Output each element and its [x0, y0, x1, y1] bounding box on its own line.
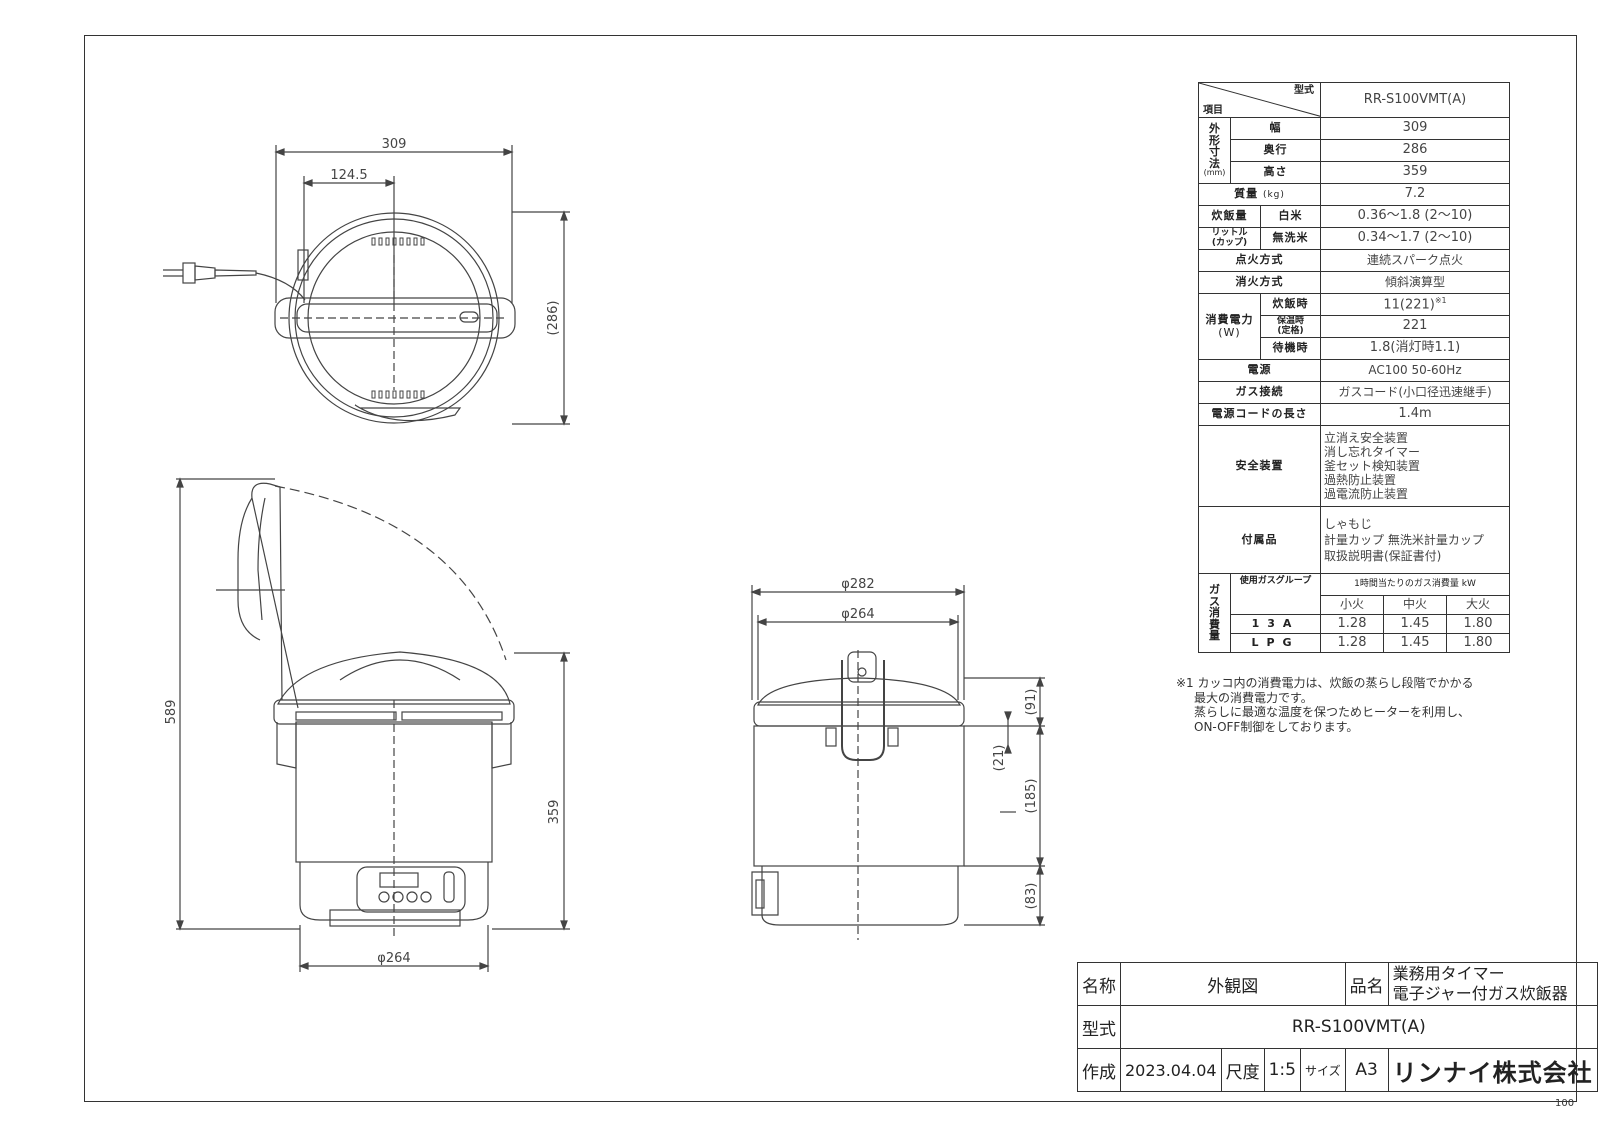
white-rice-value: 0.36～1.8 (2～10)	[1320, 205, 1510, 228]
fire-mid-label: 中火	[1383, 595, 1447, 615]
drawing-frame	[84, 35, 1577, 1102]
spec-table: 型式 項目 RR-S100VMT(A) 外形寸法 (mm) 幅 309 奥行 2…	[1198, 82, 1510, 653]
spec-model: RR-S100VMT(A)	[1320, 82, 1510, 118]
scale-value: 1:5	[1263, 1048, 1301, 1092]
cooking-label: 炊飯時	[1260, 293, 1321, 316]
company-name: リンナイ株式会社	[1387, 1048, 1598, 1092]
dim-front-height-total: 589	[164, 700, 179, 725]
size-label: サイズ	[1299, 1048, 1346, 1092]
note-line-2: 最大の消費電力です。	[1194, 690, 1313, 705]
cord-label: 電源コードの長さ	[1198, 403, 1321, 426]
depth-value: 286	[1320, 139, 1510, 162]
mass-label: 質量 (kg)	[1198, 183, 1321, 206]
capacity-unit-label: リットル (カップ)	[1198, 227, 1261, 250]
product-label: 品名	[1344, 962, 1389, 1006]
gas-13a-label: 13A	[1230, 614, 1321, 634]
source-label: 電源	[1198, 359, 1321, 382]
note-mark: ※1	[1176, 676, 1194, 690]
dim-front-bottom-dia: φ264	[377, 951, 410, 966]
header-type-label: 型式	[1294, 85, 1314, 96]
accessories-list: しゃもじ計量カップ 無洗米計量カップ取扱説明書(保証書付)	[1320, 506, 1510, 574]
standby-power: 1.8(消灯時1.1)	[1320, 337, 1510, 360]
top-view	[163, 145, 570, 426]
drawing-name: 外観図	[1120, 962, 1346, 1006]
footnotes: ※1 カッコ内の消費電力は、炊飯の蒸らし段階でかかる 最大の消費電力です。 蒸ら…	[1176, 676, 1474, 734]
product-name: 業務用タイマー電子ジャー付ガス炊飯器	[1387, 962, 1598, 1006]
dim-top-width: 309	[382, 137, 407, 152]
fire-small-label: 小火	[1320, 595, 1384, 615]
dim-side-inner-dia: φ264	[841, 607, 874, 622]
size-value: A3	[1344, 1048, 1389, 1092]
gas-cons-label: ガス消費量	[1198, 573, 1231, 653]
gas-group-label: 使用ガスグループ	[1230, 573, 1321, 615]
dim-side-185: (185)	[1024, 779, 1039, 814]
gas-13a-large: 1.80	[1446, 614, 1510, 634]
type-label: 型式	[1077, 1005, 1121, 1049]
safety-list: 立消え安全装置消し忘れタイマー釜セット検知装置過熱防止装置過電流防止装置	[1320, 425, 1510, 507]
dim-side-outer-dia: φ282	[841, 577, 874, 592]
width-value: 309	[1320, 117, 1510, 140]
capacity-label: 炊飯量	[1198, 205, 1261, 228]
note-line-3: 蒸らしに最適な温度を保つためヒーターを利用し、	[1194, 705, 1471, 719]
note-line-1: カッコ内の消費電力は、炊飯の蒸らし段階でかかる	[1197, 676, 1474, 690]
keepwarm-power: 221	[1320, 315, 1510, 338]
name-label: 名称	[1077, 962, 1121, 1006]
dim-side-21: (21)	[992, 745, 1007, 772]
dim-side-91: (91)	[1024, 689, 1039, 716]
gas-lpg-large: 1.80	[1446, 633, 1510, 653]
gas-conn-value: ガスコード(小口径迅速継手)	[1320, 381, 1510, 404]
corner-number: 100	[1555, 1098, 1575, 1109]
side-view	[750, 585, 1045, 940]
dim-front-height-body: 359	[547, 800, 562, 825]
power-label: 消費電力(W)	[1198, 293, 1261, 360]
dim-top-depth: (286)	[546, 301, 561, 336]
musenmai-value: 0.34～1.7 (2～10)	[1320, 227, 1510, 250]
gas-13a-mid: 1.45	[1383, 614, 1447, 634]
gas-conn-label: ガス接続	[1198, 381, 1321, 404]
safety-label: 安全装置	[1198, 425, 1321, 507]
width-label: 幅	[1230, 117, 1321, 140]
extinguish-value: 傾斜演算型	[1320, 271, 1510, 294]
accessories-label: 付属品	[1198, 506, 1321, 574]
keepwarm-label: 保温時 (定格)	[1260, 315, 1321, 338]
created-label: 作成	[1077, 1048, 1121, 1092]
title-block: 名称 外観図 品名 業務用タイマー電子ジャー付ガス炊飯器 型式 RR-S100V…	[1077, 962, 1598, 1092]
dim-side-83: (83)	[1024, 883, 1039, 910]
ignition-value: 連続スパーク点火	[1320, 249, 1510, 272]
ignition-label: 点火方式	[1198, 249, 1321, 272]
fire-large-label: 大火	[1446, 595, 1510, 615]
extinguish-label: 消火方式	[1198, 271, 1321, 294]
cord-value: 1.4m	[1320, 403, 1510, 426]
gas-13a-small: 1.28	[1320, 614, 1384, 634]
gas-lpg-mid: 1.45	[1383, 633, 1447, 653]
outer-dim-label: 外形寸法 (mm)	[1198, 117, 1231, 184]
gas-lpg-label: LPG	[1230, 633, 1321, 653]
header-item-label: 項目	[1203, 105, 1223, 116]
scale-label: 尺度	[1220, 1048, 1265, 1092]
height-label: 高さ	[1230, 161, 1321, 184]
standby-label: 待機時	[1260, 337, 1321, 360]
power-cord	[163, 262, 306, 301]
type-value: RR-S100VMT(A)	[1120, 1005, 1598, 1049]
depth-label: 奥行	[1230, 139, 1321, 162]
dim-top-offset: 124.5	[330, 168, 367, 183]
front-view	[176, 477, 570, 972]
gas-hourly-label: 1時間当たりのガス消費量 kW	[1320, 573, 1510, 596]
white-rice-label: 白米	[1260, 205, 1321, 228]
source-value: AC100 50-60Hz	[1320, 359, 1510, 382]
mass-value: 7.2	[1320, 183, 1510, 206]
note-line-4: ON-OFF制御をしております。	[1194, 719, 1359, 734]
header-diagonal: 型式 項目	[1198, 82, 1321, 118]
vent-holes-top	[371, 237, 425, 399]
created-date: 2023.04.04	[1120, 1048, 1222, 1092]
cooking-power: 11(221)※1	[1320, 293, 1510, 316]
gas-lpg-small: 1.28	[1320, 633, 1384, 653]
musenmai-label: 無洗米	[1260, 227, 1321, 250]
height-value: 359	[1320, 161, 1510, 184]
